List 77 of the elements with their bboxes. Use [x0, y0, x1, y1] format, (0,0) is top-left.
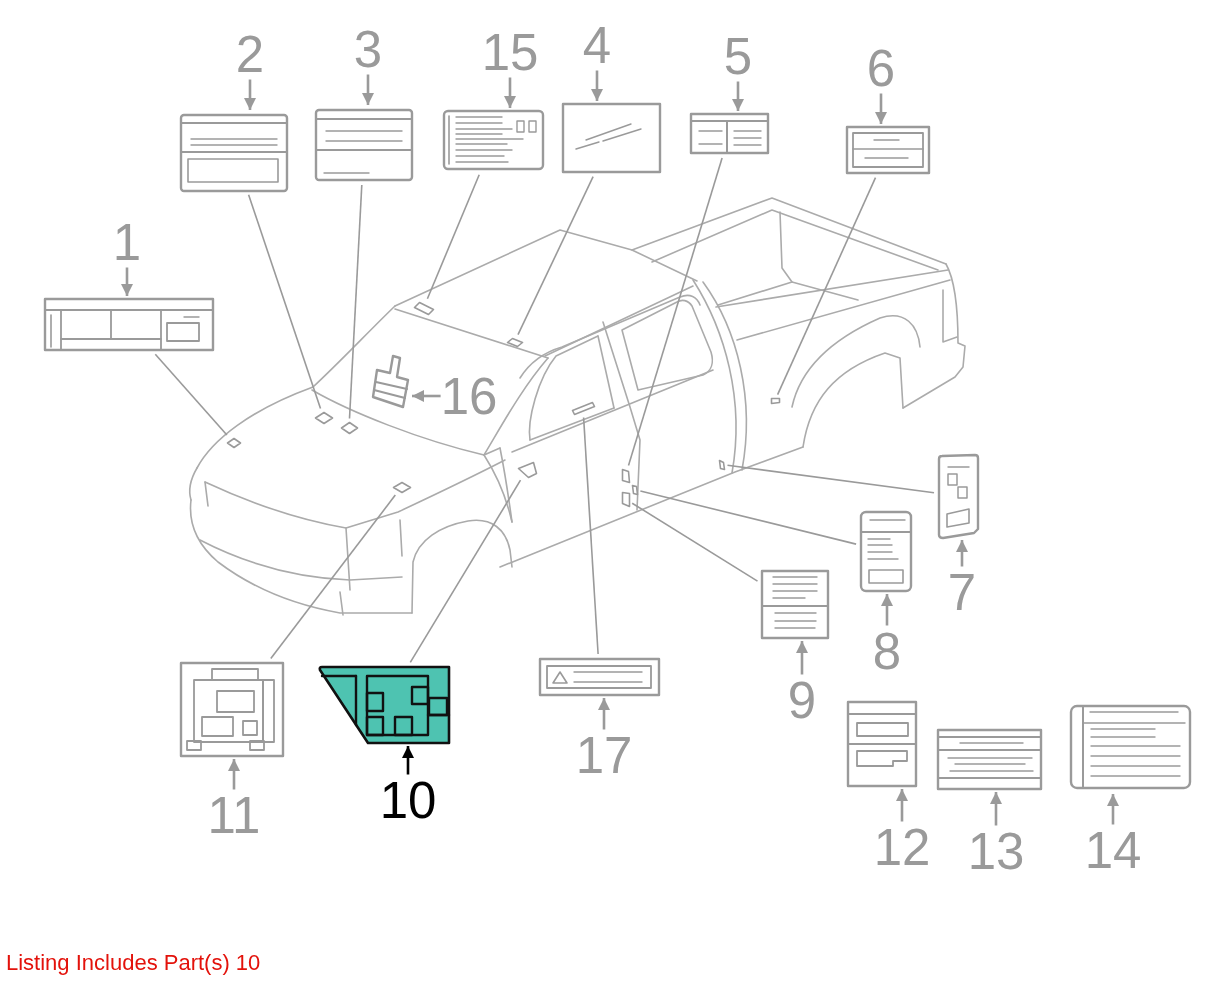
leader-line [409, 479, 522, 664]
arrow [228, 759, 240, 790]
parts-listing-note: Listing Includes Part(s) 10 [6, 950, 261, 976]
sticker-spot-marker [516, 460, 538, 479]
leader-line [726, 464, 935, 494]
callout-number: 13 [967, 825, 1025, 877]
callout-number: 7 [947, 566, 977, 618]
label-sticker-icon [859, 510, 913, 593]
highlighted-sticker-icon [318, 665, 451, 745]
leader-line [631, 502, 759, 582]
arrow [875, 93, 887, 124]
leader-line [517, 175, 594, 336]
arrow [990, 792, 1002, 826]
leader-line [426, 174, 480, 300]
sticker-spot-marker [570, 400, 596, 416]
sticker-spot-marker [620, 467, 631, 484]
callout-number: 12 [873, 821, 931, 873]
arrow [881, 594, 893, 626]
leader-line [627, 157, 723, 467]
arrow [591, 70, 603, 101]
callout-number: 14 [1084, 824, 1142, 876]
brush-shaped-sticker-icon [371, 354, 411, 410]
callout-number: 11 [207, 789, 261, 841]
sticker-spot-marker [391, 480, 412, 494]
callout-number: 3 [353, 23, 383, 75]
arrow [412, 390, 441, 402]
arrow [896, 789, 908, 822]
arrow [121, 267, 133, 296]
sticker-spot-marker [313, 410, 334, 425]
leader-line [270, 494, 397, 660]
sticker-spot-marker [620, 490, 631, 508]
sticker-spot-marker [769, 396, 781, 405]
label-sticker-icon [43, 297, 215, 352]
callout-number: 4 [582, 19, 612, 71]
label-sticker-icon [845, 125, 931, 175]
callout-number: 17 [575, 729, 633, 781]
label-sticker-icon [760, 569, 830, 640]
callout-number: 8 [872, 625, 902, 677]
sticker-spot-marker [339, 420, 359, 435]
label-sticker-icon [689, 112, 770, 155]
arrow [504, 77, 516, 108]
leader-line [154, 353, 228, 436]
leader-line [776, 176, 877, 396]
arrow [1107, 794, 1119, 825]
arrow [402, 746, 414, 775]
callout-number: 9 [787, 674, 817, 726]
label-sticker-icon [936, 728, 1043, 791]
arrow [244, 79, 256, 110]
sticker-spot-marker [505, 336, 524, 348]
label-sticker-icon [937, 453, 980, 539]
callout-number: 2 [235, 28, 265, 80]
leader-line [582, 416, 599, 655]
label-sticker-icon [179, 661, 285, 758]
sticker-spot-marker [717, 458, 726, 471]
arrow [956, 540, 968, 567]
arrow [362, 74, 374, 105]
label-sticker-icon [442, 109, 545, 172]
label-sticker-icon [561, 102, 662, 174]
arrow [598, 698, 610, 730]
leader-line [247, 194, 322, 410]
leader-line [348, 184, 363, 420]
arrow [732, 81, 744, 111]
label-sticker-icon [179, 111, 289, 192]
label-sticker-icon [538, 657, 661, 697]
label-sticker-icon [314, 106, 414, 182]
leader-line [639, 490, 857, 545]
callout-number: 16 [440, 370, 498, 422]
callout-number: 5 [723, 30, 753, 82]
sticker-spot-marker [630, 483, 639, 496]
label-sticker-icon [846, 700, 918, 788]
sticker-spot-marker [225, 436, 242, 449]
callout-number: 10 [379, 774, 437, 826]
callout-number: 15 [481, 26, 539, 78]
arrow [796, 641, 808, 675]
sticker-spot-marker [412, 300, 435, 316]
callout-number: 1 [112, 216, 142, 268]
callout-number: 6 [866, 42, 896, 94]
